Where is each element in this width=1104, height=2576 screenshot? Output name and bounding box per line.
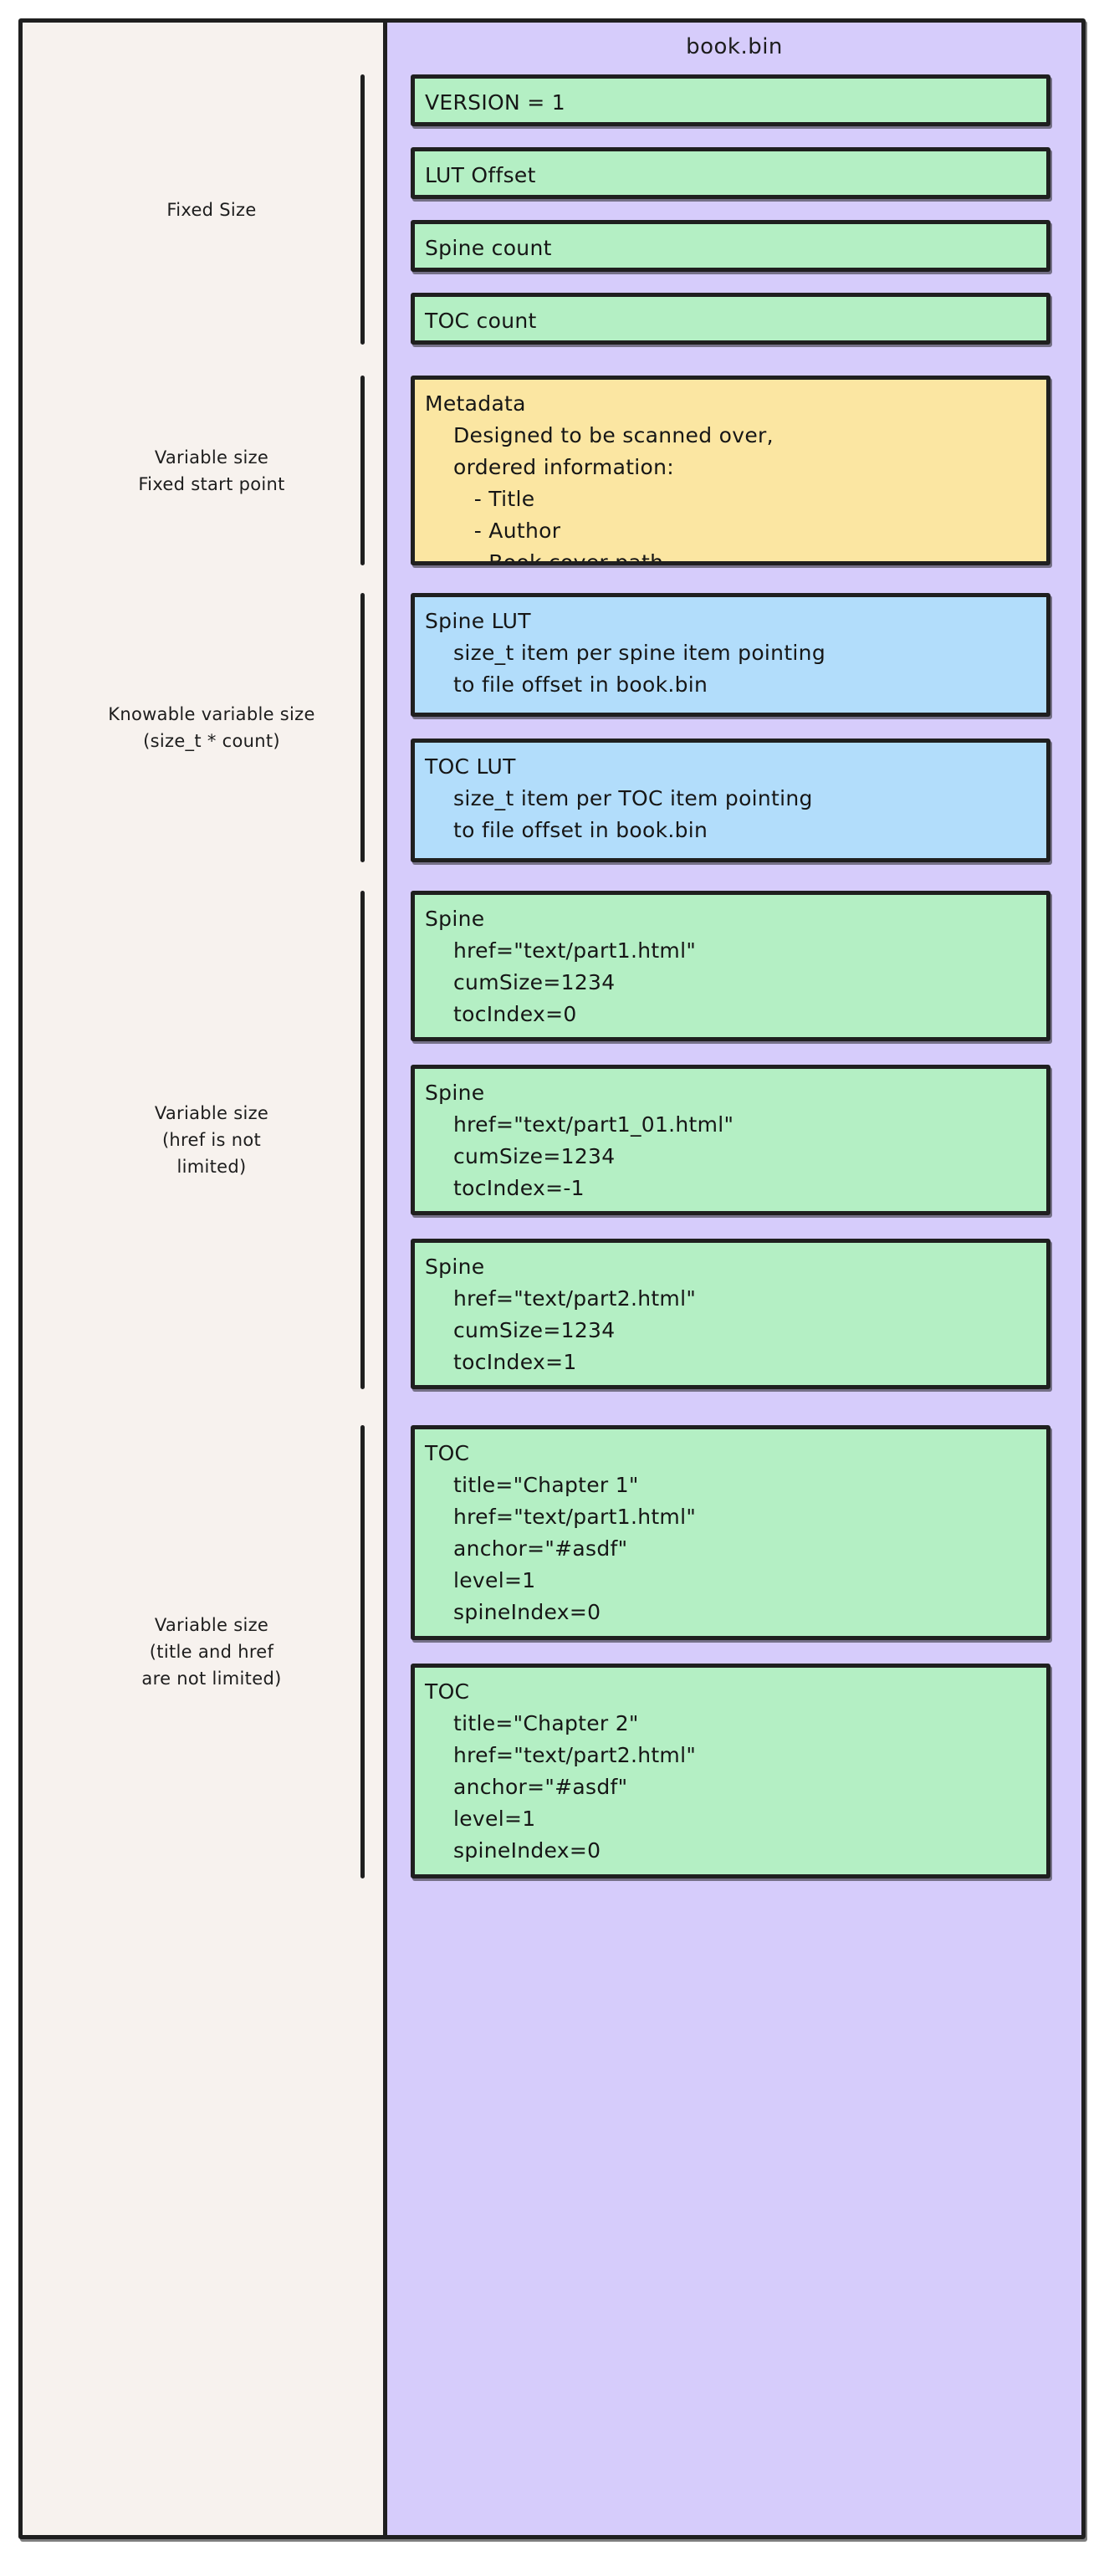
annotation-knowable-variable: Knowable variable size (size_t * count) (108, 704, 315, 751)
record-metadata: Metadata Designed to be scanned over, or… (411, 376, 1050, 565)
bracket-knowable-variable (360, 593, 365, 862)
record-metadata-line-4: - Book cover path (453, 550, 664, 565)
record-lut-offset-title: LUT Offset (425, 163, 536, 187)
record-toc-1-anchor: anchor="#asdf" (453, 1536, 628, 1561)
bracket-variable-fixed-start (360, 376, 365, 565)
annotation-variable-title-href: Variable size (title and href are not li… (141, 1615, 282, 1689)
record-spine-3-cumsize: cumSize=1234 (453, 1318, 616, 1342)
record-toc-2-title: TOC (425, 1679, 470, 1704)
record-spine-2-href: href="text/part1_01.html" (453, 1112, 734, 1137)
record-metadata-line-3: - Author (453, 519, 561, 543)
bracket-variable-href (360, 891, 365, 1389)
annotation-variable-fixed-start: Variable size Fixed start point (138, 447, 285, 494)
record-metadata-title: Metadata (425, 391, 526, 416)
record-toc-1-title-attr: title="Chapter 1" (453, 1473, 639, 1497)
record-spine-count: Spine count (411, 220, 1050, 272)
record-spine-2: Spine href="text/part1_01.html" cumSize=… (411, 1065, 1050, 1215)
record-toc-2: TOC title="Chapter 2" href="text/part2.h… (411, 1664, 1050, 1878)
record-spine-3-title: Spine (425, 1255, 485, 1279)
book-bin-column: book.bin VERSION = 1 LUT Offset Spine co… (387, 23, 1081, 2535)
record-toc-1-level: level=1 (453, 1568, 536, 1592)
record-spine-3: Spine href="text/part2.html" cumSize=123… (411, 1239, 1050, 1389)
annotation-fixed-size: Fixed Size (166, 199, 257, 220)
record-toc-1: TOC title="Chapter 1" href="text/part1.h… (411, 1425, 1050, 1640)
record-toc-count-title: TOC count (425, 309, 537, 333)
record-toc-2-level: level=1 (453, 1807, 536, 1831)
record-toc-2-href: href="text/part2.html" (453, 1743, 697, 1767)
annotation-variable-href: Variable size (href is not limited) (154, 1103, 269, 1177)
record-spine-2-cumsize: cumSize=1234 (453, 1144, 616, 1168)
record-lut-offset: LUT Offset (411, 147, 1050, 199)
record-toc-lut: TOC LUT size_t item per TOC item pointin… (411, 739, 1050, 862)
book-bin-layout-frame: Fixed Size Variable size Fixed start poi… (18, 18, 1086, 2539)
record-spine-1-cumsize: cumSize=1234 (453, 970, 616, 994)
record-toc-lut-line-0: size_t item per TOC item pointing (453, 786, 813, 810)
record-toc-1-spineindex: spineIndex=0 (453, 1600, 601, 1624)
record-toc-2-title-attr: title="Chapter 2" (453, 1711, 639, 1735)
record-spine-lut-line-1: to file offset in book.bin (453, 672, 708, 697)
record-metadata-line-0: Designed to be scanned over, (453, 423, 774, 447)
record-spine-1-title: Spine (425, 907, 485, 931)
record-version-title: VERSION = 1 (425, 90, 565, 115)
record-spine-2-tocindex: tocIndex=-1 (453, 1176, 585, 1200)
record-spine-lut-line-0: size_t item per spine item pointing (453, 641, 825, 665)
record-metadata-line-2: - Title (453, 487, 535, 511)
bracket-fixed-size (360, 74, 365, 345)
record-toc-2-spineindex: spineIndex=0 (453, 1838, 601, 1863)
record-metadata-line-1: ordered information: (453, 455, 675, 479)
record-version: VERSION = 1 (411, 74, 1050, 126)
record-toc-lut-line-1: to file offset in book.bin (453, 818, 708, 842)
record-spine-1: Spine href="text/part1.html" cumSize=123… (411, 891, 1050, 1041)
record-spine-1-href: href="text/part1.html" (453, 938, 697, 963)
record-spine-lut-title: Spine LUT (425, 609, 531, 633)
record-toc-2-anchor: anchor="#asdf" (453, 1775, 628, 1799)
record-spine-count-title: Spine count (425, 236, 552, 260)
record-toc-1-href: href="text/part1.html" (453, 1505, 697, 1529)
record-spine-lut: Spine LUT size_t item per spine item poi… (411, 593, 1050, 717)
record-spine-3-tocindex: tocIndex=1 (453, 1350, 577, 1374)
record-spine-3-href: href="text/part2.html" (453, 1286, 697, 1311)
record-toc-count: TOC count (411, 293, 1050, 345)
record-spine-1-tocindex: tocIndex=0 (453, 1002, 577, 1026)
bracket-variable-title-href (360, 1425, 365, 1878)
file-title: book.bin (686, 34, 783, 59)
record-toc-1-title: TOC (425, 1441, 470, 1465)
record-spine-2-title: Spine (425, 1081, 485, 1105)
annotation-column: Fixed Size Variable size Fixed start poi… (23, 23, 387, 2535)
record-toc-lut-title: TOC LUT (425, 754, 516, 779)
